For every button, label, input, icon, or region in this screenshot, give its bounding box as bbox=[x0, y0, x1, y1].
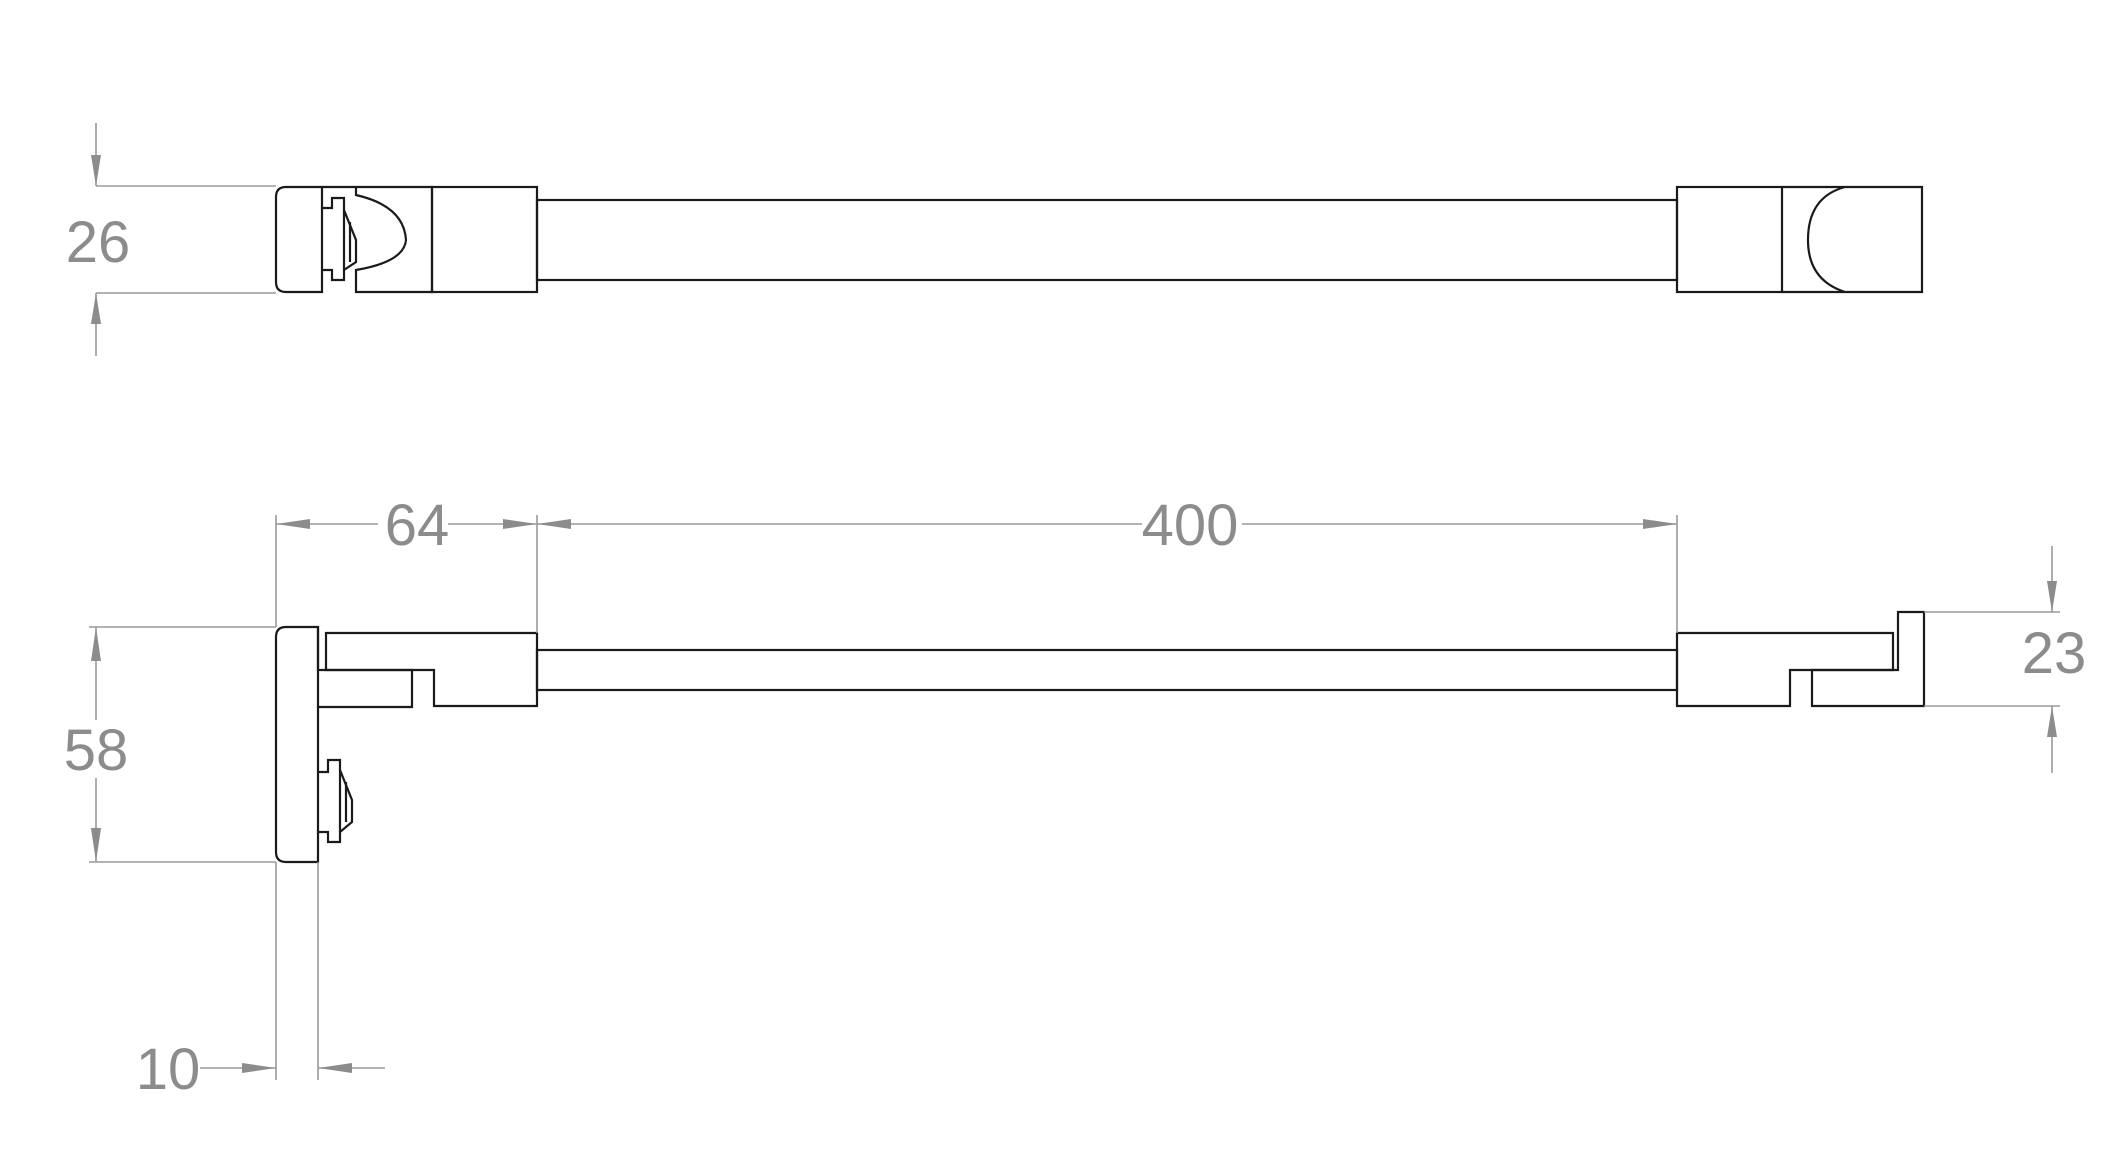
dimension-label-23: 23 bbox=[2022, 621, 2087, 686]
side-right-block bbox=[1675, 631, 1895, 708]
dimension-label-58: 58 bbox=[64, 718, 129, 783]
dimension-bracket-height: 58 bbox=[64, 626, 276, 863]
top-right-block bbox=[1675, 185, 1784, 294]
top-left-wall-plate bbox=[274, 185, 324, 294]
top-left-arm-block bbox=[430, 185, 539, 294]
dimension-top-height: 26 bbox=[66, 123, 276, 356]
dimension-label-400: 400 bbox=[1142, 493, 1239, 558]
side-left-arm-block bbox=[324, 631, 539, 708]
dimension-arm-offset: 64 bbox=[275, 493, 538, 633]
top-view bbox=[274, 185, 1924, 294]
top-left-clamp bbox=[322, 185, 434, 294]
dimension-label-64: 64 bbox=[385, 493, 450, 558]
top-right-cap bbox=[1782, 185, 1924, 294]
side-wall-plate bbox=[274, 625, 320, 864]
dimension-bar-length: 400 bbox=[537, 493, 1678, 633]
top-bar bbox=[535, 198, 1679, 282]
top-right-rounded-end bbox=[1806, 185, 1846, 294]
dimension-end-height: 23 bbox=[1924, 546, 2086, 773]
dimension-label-26: 26 bbox=[66, 210, 131, 275]
side-bar bbox=[535, 648, 1679, 692]
dimension-label-10: 10 bbox=[136, 1037, 201, 1102]
side-left-bracket bbox=[316, 627, 414, 709]
side-right-hook bbox=[1810, 610, 1926, 708]
side-suction-cup bbox=[318, 758, 354, 844]
top-left-suction-cup bbox=[322, 196, 358, 282]
side-view bbox=[274, 610, 1926, 864]
dimension-plate-thickness: 10 bbox=[136, 862, 385, 1102]
